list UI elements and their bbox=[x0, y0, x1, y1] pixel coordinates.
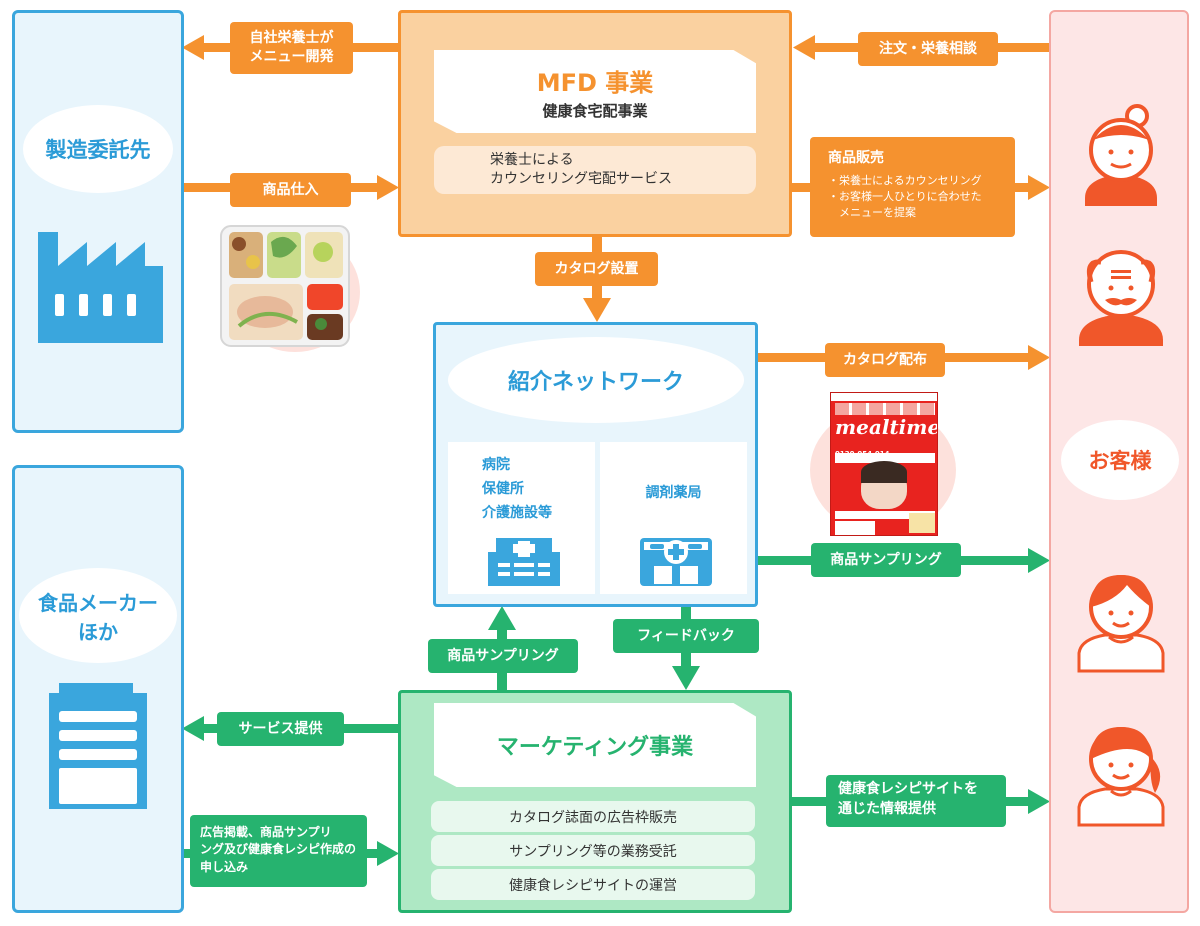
referral-network-box: 紹介ネットワーク 病院 保健所 介護施設等 調剤薬局 bbox=[433, 322, 758, 607]
hospital-card: 病院 保健所 介護施設等 bbox=[448, 442, 595, 594]
marketing-item-3: 健康食レシピサイトの運営 bbox=[431, 869, 755, 900]
customer-woman-ponytail-icon bbox=[1077, 727, 1165, 827]
service-provision-text: サービス提供 bbox=[238, 720, 323, 737]
food-maker-panel: 食品メーカー ほか bbox=[12, 465, 184, 913]
pharmacy-icon bbox=[640, 538, 712, 586]
catalog-setup-text: カタログ設置 bbox=[554, 260, 639, 277]
network-title-oval: 紹介ネットワーク bbox=[448, 337, 744, 423]
product-sales-bullet1: ・栄養士によるカウンセリング bbox=[828, 174, 982, 187]
recipe-info-line1: 健康食レシピサイトを bbox=[838, 781, 978, 797]
marketing-item-2-text: サンプリング等の業務受託 bbox=[509, 843, 677, 860]
customer-label-oval: お客様 bbox=[1061, 420, 1179, 500]
marketing-item-3-text: 健康食レシピサイトの運営 bbox=[509, 877, 677, 894]
marketing-title-card: マーケティング事業 bbox=[434, 703, 756, 787]
catalog-setup-label: カタログ設置 bbox=[535, 252, 658, 286]
hospital-label-line3: 介護施設等 bbox=[482, 504, 552, 521]
menu-development-label: 自社栄養士が メニュー開発 bbox=[230, 22, 353, 74]
customer-woman-icon bbox=[1077, 575, 1165, 673]
application-label: 広告掲載、商品サンプリ ング及び健康食レシピ作成の 申し込み bbox=[190, 815, 367, 887]
product-sales-bullet3: メニューを提案 bbox=[839, 205, 916, 219]
manufacturer-label-oval: 製造委託先 bbox=[23, 105, 173, 193]
feedback-label: フィードバック bbox=[613, 619, 759, 653]
mfd-service-line1: 栄養士による bbox=[490, 152, 574, 169]
customer-label: お客様 bbox=[1088, 449, 1152, 473]
application-line3: 申し込み bbox=[200, 859, 249, 874]
service-provision-label: サービス提供 bbox=[217, 712, 344, 746]
hospital-label-group: 病院 保健所 介護施設等 bbox=[482, 454, 552, 525]
product-sales-label: 商品販売 ・栄養士によるカウンセリング ・お客様一人ひとりに合わせた メニューを… bbox=[810, 137, 1015, 237]
hospital-icon bbox=[488, 538, 560, 586]
product-sales-title: 商品販売 bbox=[828, 150, 884, 166]
product-sales-bullet2: ・お客様一人ひとりに合わせた bbox=[828, 189, 982, 203]
factory-icon bbox=[38, 232, 163, 343]
mfd-service-pill: 栄養士による カウンセリング宅配サービス bbox=[434, 146, 756, 194]
food-maker-label-line1: 食品メーカー bbox=[38, 590, 158, 615]
application-line2: ング及び健康食レシピ作成の bbox=[200, 842, 357, 857]
catalog-distribution-text: カタログ配布 bbox=[843, 351, 927, 368]
catalog-distribution-label: カタログ配布 bbox=[825, 343, 945, 377]
network-title: 紹介ネットワーク bbox=[507, 370, 684, 395]
hospital-label-line1: 病院 bbox=[482, 457, 510, 473]
sampling-to-network-label: 商品サンプリング bbox=[428, 639, 578, 673]
marketing-business-box: マーケティング事業 カタログ誌面の広告枠販売 サンプリング等の業務受託 健康食レ… bbox=[398, 690, 792, 913]
catalog-magazine-image: mealtime 0120-054-014 bbox=[808, 390, 958, 550]
mfd-title: MFD 事業 bbox=[536, 68, 654, 97]
recipe-info-line2: 通じた情報提供 bbox=[838, 800, 936, 817]
manufacturer-label: 製造委託先 bbox=[45, 138, 151, 162]
customer-grandfather-icon bbox=[1079, 250, 1163, 346]
pharmacy-label-wrap: 調剤薬局 bbox=[600, 482, 747, 502]
mfd-title-card: MFD 事業 健康食宅配事業 bbox=[434, 50, 756, 133]
mfd-business-box: MFD 事業 健康食宅配事業 栄養士による カウンセリング宅配サービス bbox=[398, 10, 792, 237]
bento-box-image bbox=[215, 222, 365, 352]
application-line1: 広告掲載、商品サンプリ bbox=[200, 825, 332, 839]
sampling-to-network-text: 商品サンプリング bbox=[447, 647, 559, 664]
feedback-text: フィードバック bbox=[637, 627, 735, 644]
order-consultation-label: 注文・栄養相談 bbox=[858, 32, 998, 66]
bento-tray bbox=[220, 225, 350, 347]
menu-development-line2: メニュー開発 bbox=[249, 49, 334, 65]
marketing-title: マーケティング事業 bbox=[496, 735, 694, 760]
purchase-label: 商品仕入 bbox=[230, 173, 351, 207]
mfd-service-line2: カウンセリング宅配サービス bbox=[490, 171, 672, 187]
sampling-to-customer-text: 商品サンプリング bbox=[830, 551, 942, 568]
food-maker-label-oval: 食品メーカー ほか bbox=[19, 568, 177, 663]
menu-development-line1: 自社栄養士が bbox=[249, 30, 334, 47]
marketing-item-2: サンプリング等の業務受託 bbox=[431, 835, 755, 866]
hospital-label-line2: 保健所 bbox=[482, 480, 524, 497]
recipe-info-label: 健康食レシピサイトを 通じた情報提供 bbox=[826, 775, 1006, 827]
marketing-item-1: カタログ誌面の広告枠販売 bbox=[431, 801, 755, 832]
manufacturer-panel: 製造委託先 bbox=[12, 10, 184, 433]
pharmacy-card: 調剤薬局 bbox=[600, 442, 747, 594]
mfd-subtitle: 健康食宅配事業 bbox=[542, 101, 648, 120]
office-building-icon bbox=[49, 683, 147, 809]
food-maker-label-line2: ほか bbox=[78, 619, 118, 644]
catalog-brand: mealtime bbox=[835, 415, 938, 439]
purchase-text: 商品仕入 bbox=[262, 181, 319, 198]
customer-grandmother-icon bbox=[1085, 104, 1157, 206]
customer-panel: お客様 bbox=[1049, 10, 1189, 913]
order-consultation-text: 注文・栄養相談 bbox=[879, 40, 977, 57]
pharmacy-label: 調剤薬局 bbox=[645, 485, 702, 501]
catalog-cover: mealtime 0120-054-014 bbox=[830, 392, 938, 536]
sampling-to-customer-label: 商品サンプリング bbox=[811, 543, 961, 577]
marketing-item-1-text: カタログ誌面の広告枠販売 bbox=[509, 809, 677, 826]
